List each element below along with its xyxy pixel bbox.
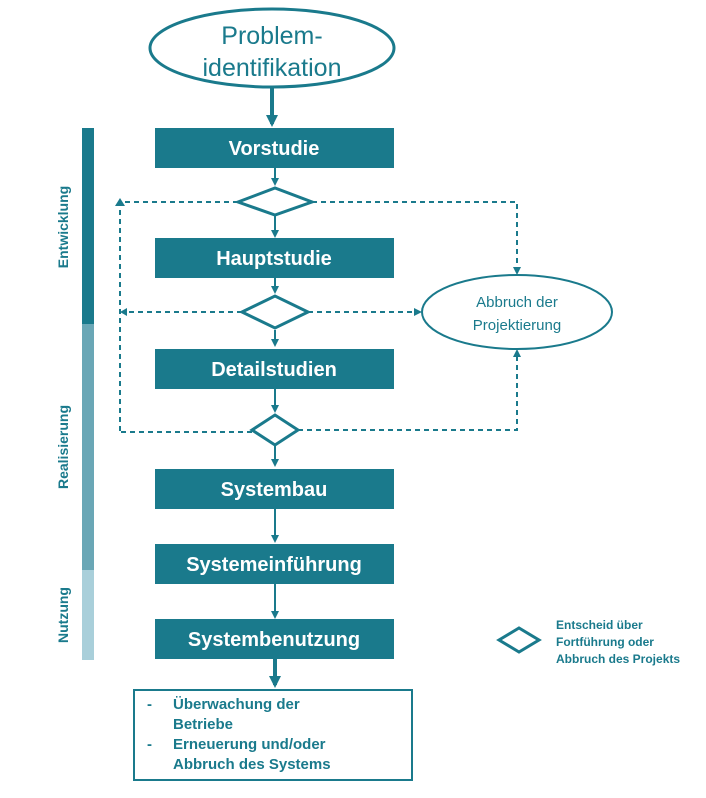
phase-bar-nutzung [82, 570, 94, 660]
abort-label-line2: Projektierung [473, 317, 561, 334]
legend-line-2: Fortführung oder [556, 635, 654, 649]
phase-bar-realisierung [82, 324, 94, 570]
final-item-1-text: Überwachung der Betriebe [173, 695, 300, 735]
box-vorstudie-label: Vorstudie [229, 138, 320, 160]
final-item-1: - Überwachung der Betriebe [147, 695, 403, 735]
final-box: - Überwachung der Betriebe - Erneuerung … [133, 689, 413, 781]
legend-text: Entscheid über Fortführung oder Abbruch … [556, 617, 706, 668]
decision-diamond-3 [249, 413, 301, 447]
legend-line-1: Entscheid über [556, 618, 643, 632]
final-item-2: - Erneuerung und/oder Abbruch des System… [147, 735, 403, 775]
final-item-2-line1: Erneuerung und/oder [173, 736, 326, 753]
dashed-loop-left-1 [119, 201, 238, 432]
start-label-line1: Problem- [221, 22, 322, 50]
final-item-1-line2: Betriebe [173, 716, 234, 733]
abort-label-line1: Abbruch der [476, 294, 558, 311]
box-systemeinfuehrung [155, 544, 394, 584]
legend-line-3: Abbruch des Projekts [556, 652, 681, 666]
box-systemeinfuehrung-label: Systemeinführung [186, 554, 362, 576]
box-detailstudien [155, 349, 394, 389]
final-item-2-bullet: - [147, 736, 152, 753]
decision-diamond-1 [233, 186, 317, 217]
final-item-2-text: Erneuerung und/oder Abbruch des Systems [173, 735, 331, 775]
final-item-1-bullet: - [147, 696, 152, 713]
legend-diamond [496, 626, 542, 654]
dashed-loop-left-1-arrow [115, 198, 125, 206]
dashed-loop-left-2-arrow [120, 308, 127, 316]
decision-diamond-2 [238, 294, 312, 330]
box-systembau [155, 469, 394, 509]
final-item-2-line2: Abbruch des Systems [173, 756, 331, 773]
box-hauptstudie-label: Hauptstudie [216, 248, 332, 270]
start-label-line2: identifikation [203, 54, 342, 82]
dashed-d2-abort-arrow [414, 308, 422, 316]
box-detailstudien-label: Detailstudien [211, 359, 337, 381]
dashed-d3-abort [298, 356, 518, 431]
abort-ellipse [421, 274, 613, 350]
box-vorstudie [155, 128, 394, 168]
dashed-d1-abort-arrow [513, 267, 521, 275]
final-item-1-line1: Überwachung der [173, 696, 300, 713]
box-hauptstudie [155, 238, 394, 278]
dashed-d3-abort-arrow [513, 349, 521, 357]
box-systembenutzung-label: Systembenutzung [188, 629, 360, 651]
box-systembenutzung [155, 619, 394, 659]
phase-bar-entwicklung [82, 128, 94, 324]
box-systembau-label: Systembau [221, 479, 328, 501]
